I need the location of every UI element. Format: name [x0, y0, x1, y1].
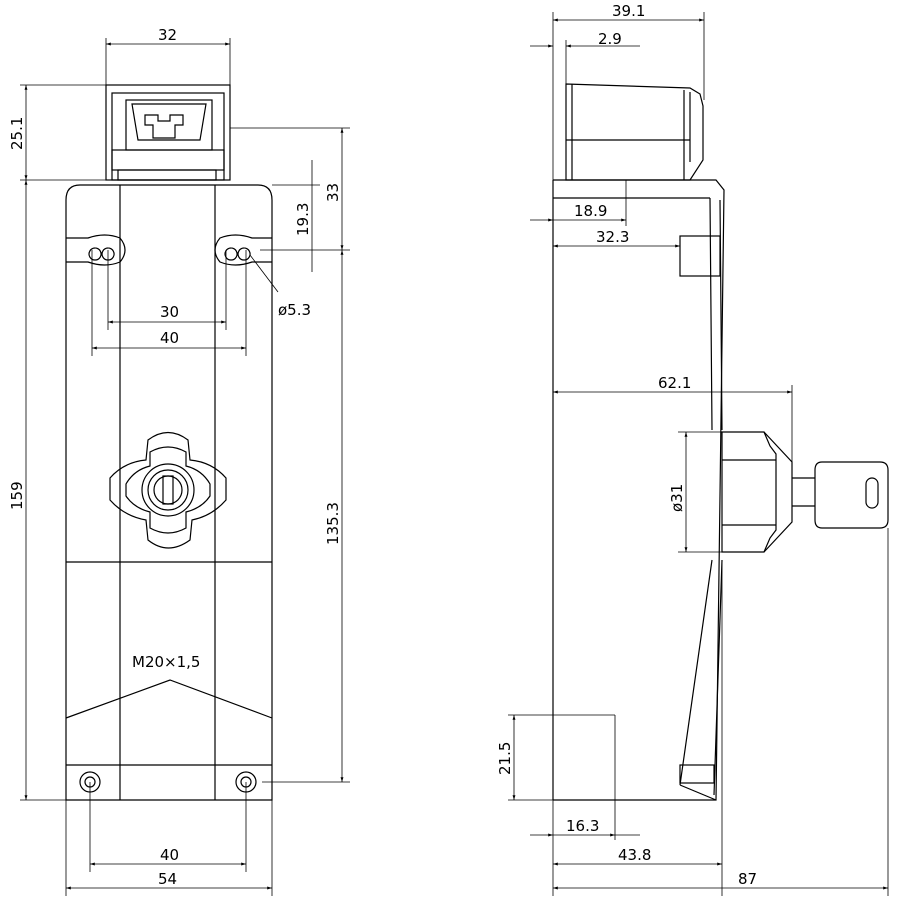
svg-text:ø31: ø31 — [668, 484, 686, 512]
svg-text:87: 87 — [738, 870, 757, 888]
dim-hole-diameter: ø5.3 — [249, 254, 311, 319]
svg-text:159: 159 — [8, 481, 26, 510]
svg-text:43.8: 43.8 — [618, 846, 651, 864]
svg-text:40: 40 — [160, 329, 179, 347]
svg-text:21.5: 21.5 — [496, 742, 514, 775]
dim-62-1: 62.1 — [553, 374, 793, 462]
svg-text:54: 54 — [158, 870, 177, 888]
dim-54: 54 — [65, 800, 273, 896]
svg-text:40: 40 — [160, 846, 179, 864]
dim-head-height: 25.1 — [8, 84, 118, 181]
side-view: 39.1 2.9 18.9 32.3 62.1 — [496, 2, 889, 896]
dim-33: 33 — [230, 127, 350, 251]
dim-head-width: 32 — [105, 26, 231, 85]
dim-40-slots: 40 — [91, 250, 247, 356]
side-body — [552, 179, 725, 801]
svg-text:25.1: 25.1 — [8, 117, 26, 150]
svg-text:19.3: 19.3 — [294, 203, 312, 236]
dim-43-8: 43.8 — [552, 560, 723, 896]
dim-18-9: 18.9 — [530, 180, 627, 226]
dim-32-3: 32.3 — [553, 228, 680, 248]
dim-key-diameter: ø31 — [668, 431, 722, 553]
svg-text:ø5.3: ø5.3 — [278, 301, 311, 319]
dim-total-height: 159 — [8, 179, 66, 801]
key-lock — [109, 431, 227, 549]
dim-87: 87 — [553, 528, 889, 896]
dim-39-1: 39.1 — [552, 2, 705, 180]
mounting-slot-right — [214, 234, 272, 266]
front-view: M20×1,5 32 25.1 159 33 — [8, 26, 350, 896]
dim-16-3: 16.3 — [530, 817, 640, 837]
svg-text:32.3: 32.3 — [596, 228, 629, 246]
dim-40-bottom: 40 — [89, 782, 247, 872]
svg-text:2.9: 2.9 — [598, 30, 622, 48]
dim-30: 30 — [107, 250, 227, 330]
dim-2-9: 2.9 — [530, 30, 640, 84]
svg-text:32: 32 — [158, 26, 177, 44]
svg-text:135.3: 135.3 — [324, 502, 342, 545]
svg-text:30: 30 — [160, 303, 179, 321]
svg-text:33: 33 — [324, 183, 342, 202]
svg-text:18.9: 18.9 — [574, 202, 607, 220]
dim-21-5: 21.5 — [496, 714, 616, 840]
thread-label: M20×1,5 — [132, 653, 200, 671]
side-key-cylinder — [721, 431, 815, 553]
key — [814, 461, 889, 529]
svg-text:39.1: 39.1 — [612, 2, 645, 20]
dim-19-3: 19.3 — [272, 160, 320, 272]
switch-body — [65, 184, 273, 801]
side-head — [565, 83, 704, 181]
svg-text:62.1: 62.1 — [658, 374, 691, 392]
mounting-slot-left — [66, 234, 126, 266]
dim-135-3: 135.3 — [262, 249, 350, 783]
svg-text:16.3: 16.3 — [566, 817, 599, 835]
actuator-head — [105, 84, 231, 181]
